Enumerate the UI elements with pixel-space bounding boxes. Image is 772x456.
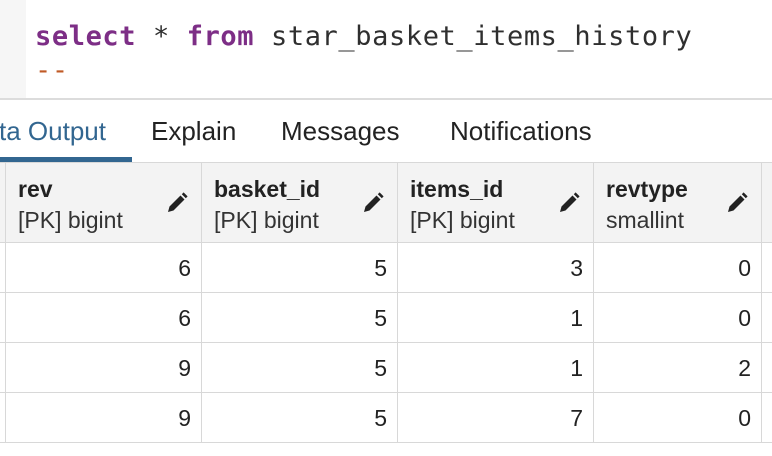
table-row[interactable]: 9 5 7 0 [0,393,772,443]
cell-value: 7 [570,405,583,431]
cell-items-id[interactable]: 7 [398,393,594,442]
cell-basket-id[interactable]: 5 [202,293,398,342]
cell-value: 6 [178,255,191,281]
column-header-basket-id[interactable]: basket_id [PK] bigint [202,163,398,243]
cell-rev[interactable]: 9 [6,343,202,392]
column-type: [PK] bigint [18,207,123,233]
cell-value: 6 [178,305,191,331]
cell-revtype[interactable]: 0 [594,393,762,442]
table-name: star_basket_items_history [254,21,693,52]
column-name: items_id [410,176,504,202]
code-line-1[interactable]: select * from star_basket_items_history [35,21,692,53]
column-header-items-id[interactable]: items_id [PK] bigint [398,163,594,243]
cell-value: 0 [738,255,751,281]
cell-value: 2 [738,355,751,381]
tab-data-output[interactable]: ta Output [0,116,106,146]
cell-value: 3 [570,255,583,281]
column-type: [PK] bigint [214,207,319,233]
table-row[interactable]: 9 5 1 2 [0,343,772,393]
cell-rev[interactable]: 6 [6,293,202,342]
table-row[interactable]: 6 5 3 0 [0,243,772,293]
select-star: * [136,21,187,52]
column-name: basket_id [214,176,321,202]
cell-items-id[interactable]: 1 [398,293,594,342]
row-selector[interactable] [0,343,6,392]
tab-explain[interactable]: Explain [151,116,237,146]
cell-basket-id[interactable]: 5 [202,243,398,292]
row-selector[interactable] [0,393,6,442]
active-tab-indicator [0,157,132,162]
cell-items-id[interactable]: 1 [398,343,594,392]
result-grid: rev [PK] bigint basket_id [PK] bigint it… [0,162,772,456]
table-row[interactable]: 6 5 1 0 [0,293,772,343]
pencil-icon[interactable] [725,191,749,215]
cell-basket-id[interactable]: 5 [202,393,398,442]
cell-value: 1 [570,305,583,331]
cell-rev[interactable]: 6 [6,243,202,292]
cell-value: 9 [178,355,191,381]
column-header-rev[interactable]: rev [PK] bigint [6,163,202,243]
cell-revtype[interactable]: 0 [594,243,762,292]
editor-divider [0,98,772,100]
pencil-icon[interactable] [557,191,581,215]
cell-value: 9 [178,405,191,431]
cell-value: 5 [374,405,387,431]
pencil-icon[interactable] [361,191,385,215]
sql-editor[interactable]: select * from star_basket_items_history … [0,0,772,100]
cell-basket-id[interactable]: 5 [202,343,398,392]
cell-value: 0 [738,405,751,431]
keyword-from: from [186,21,255,52]
row-header-stub [0,163,6,243]
column-name: revtype [606,176,688,202]
cell-value: 5 [374,305,387,331]
pencil-icon[interactable] [165,191,189,215]
cell-revtype[interactable]: 0 [594,293,762,342]
cell-items-id[interactable]: 3 [398,243,594,292]
cell-value: 5 [374,255,387,281]
column-header-revtype[interactable]: revtype smallint [594,163,762,243]
cell-rev[interactable]: 9 [6,393,202,442]
code-line-2[interactable]: -- [35,55,69,87]
editor-gutter [0,0,26,99]
column-type: smallint [606,207,684,233]
tab-notifications[interactable]: Notifications [450,116,592,146]
cell-value: 0 [738,305,751,331]
column-name: rev [18,176,53,202]
cell-revtype[interactable]: 2 [594,343,762,392]
tab-messages[interactable]: Messages [281,116,400,146]
output-tabs: ta Output Explain Messages Notifications [0,100,772,162]
row-selector[interactable] [0,243,6,292]
cell-value: 1 [570,355,583,381]
keyword-select: select [35,21,137,52]
cell-value: 5 [374,355,387,381]
column-type: [PK] bigint [410,207,515,233]
row-selector[interactable] [0,293,6,342]
sql-comment: -- [35,55,69,86]
grid-header-row: rev [PK] bigint basket_id [PK] bigint it… [0,162,772,243]
